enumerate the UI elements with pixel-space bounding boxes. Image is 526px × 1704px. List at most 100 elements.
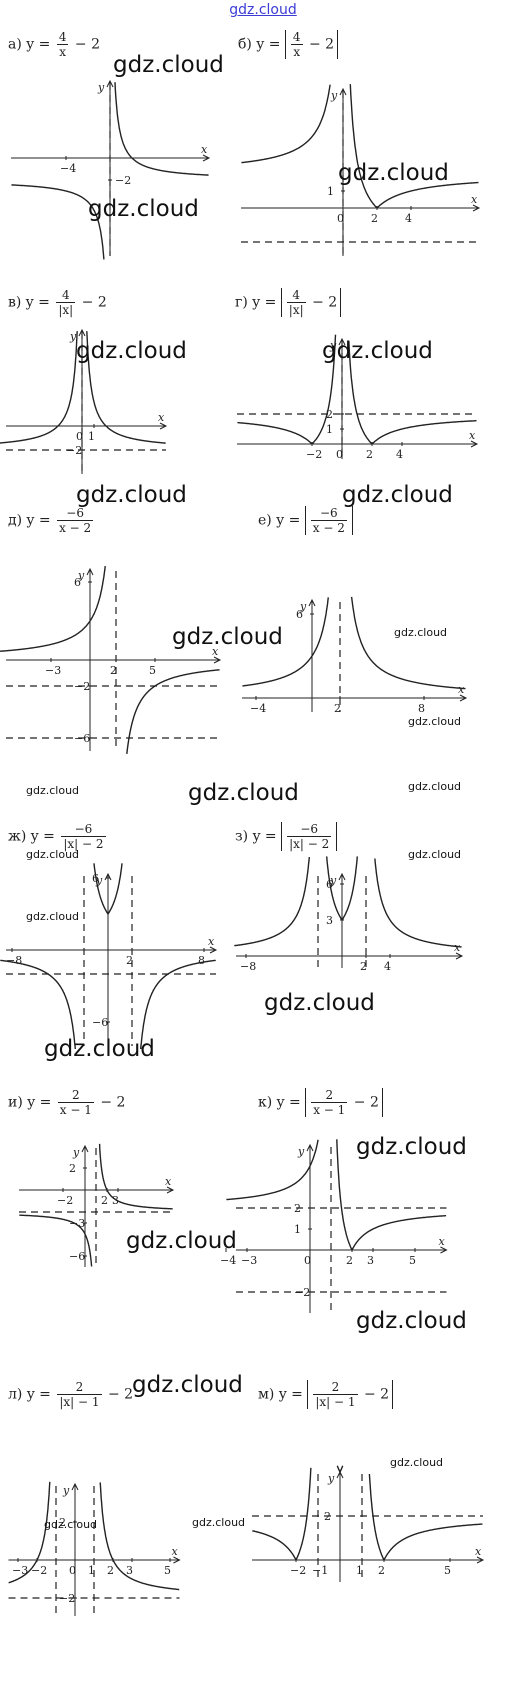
- panel-letter: а): [8, 36, 22, 53]
- x-tick-label: 1: [88, 430, 95, 443]
- y-tick-label: −3: [69, 1217, 85, 1230]
- fraction-numerator: 2: [57, 1088, 94, 1103]
- formula-prefix: y =: [27, 1094, 52, 1111]
- x-tick-label: 3: [126, 1564, 133, 1577]
- x-tick-label: −3: [45, 664, 61, 677]
- watermark: gdz.cloud: [126, 1228, 237, 1254]
- y-tick-label: −6: [74, 732, 90, 745]
- fraction: 4|x|: [286, 288, 306, 317]
- formula-prefix: y =: [26, 36, 51, 53]
- watermark: gdz.cloud: [76, 338, 187, 364]
- x-tick-label: −2: [290, 1564, 306, 1577]
- y-axis-label: y: [297, 1145, 305, 1158]
- x-axis-label: x: [454, 941, 461, 954]
- x-tick-label: 2: [334, 702, 341, 715]
- y-axis-label: y: [77, 569, 85, 582]
- function-curve: [350, 596, 466, 690]
- x-tick-label: −3: [241, 1254, 257, 1267]
- x-tick-label: −4: [250, 702, 266, 715]
- panel-letter: з): [235, 828, 249, 845]
- watermark: gdz.cloud: [338, 160, 449, 186]
- function-curve: [251, 1467, 312, 1561]
- fraction-denominator: |x|: [288, 303, 304, 317]
- fraction-denominator: x − 1: [313, 1103, 346, 1117]
- abs-value-bars: 2|x| − 1 − 2: [307, 1380, 394, 1409]
- watermark: gdz.cloud: [408, 780, 462, 793]
- x-axis-arrow: [166, 1186, 175, 1194]
- x-tick-label: 5: [409, 1254, 416, 1267]
- x-axis-label: x: [208, 935, 215, 948]
- function-curve: [368, 1473, 483, 1561]
- x-axis-label: x: [158, 411, 165, 424]
- watermark: gdz.cloud: [322, 338, 433, 364]
- panel-caption: з) y = −6|x| − 2: [235, 822, 338, 851]
- abs-value-bars: 4|x| − 2: [280, 288, 342, 317]
- panel-caption: г) y = 4|x| − 2: [235, 288, 342, 317]
- formula-suffix: − 2: [81, 294, 107, 311]
- x-tick-label: 4: [405, 212, 412, 225]
- panel-caption: ж) y = −6|x| − 2: [8, 822, 108, 851]
- x-tick-label: 0: [76, 430, 83, 443]
- y-axis-arrow: [71, 1482, 79, 1491]
- y-axis-label: y: [330, 89, 338, 102]
- y-tick-label: 1: [327, 185, 334, 198]
- fraction-numerator: 2: [313, 1380, 358, 1395]
- panel-letter: е): [258, 512, 272, 529]
- panel-caption: в) y = 4|x| − 2: [8, 288, 107, 317]
- watermark: gdz.cloud: [76, 482, 187, 508]
- x-tick-label: 5: [164, 1564, 171, 1577]
- panel-letter: ж): [8, 828, 27, 845]
- fraction: 2|x| − 1: [57, 1380, 102, 1409]
- watermark: gdz.cloud: [26, 784, 80, 797]
- y-axis-label: y: [69, 330, 77, 343]
- watermark: gdz.cloud: [356, 1308, 467, 1334]
- formula-suffix: − 2: [308, 36, 335, 53]
- watermark: gdz.cloud: [408, 715, 462, 728]
- x-axis-arrow: [202, 154, 211, 162]
- x-axis-arrow: [476, 1556, 485, 1564]
- x-tick-label: 2: [378, 1564, 385, 1577]
- panel-letter: к): [258, 1094, 273, 1111]
- x-tick-label: 1: [356, 1564, 363, 1577]
- fraction-denominator: x − 2: [312, 521, 345, 535]
- y-tick-label: 2: [59, 1516, 66, 1529]
- x-tick-label: 5: [444, 1564, 451, 1577]
- x-axis-arrow: [159, 422, 168, 430]
- panel-letter: в): [8, 294, 22, 311]
- function-curve: [0, 331, 78, 444]
- panel-letter: д): [8, 512, 23, 529]
- watermark: gdz.cloud: [264, 990, 375, 1016]
- formula-prefix: y =: [278, 1386, 303, 1403]
- x-axis-arrow: [472, 204, 481, 212]
- panel-letter: л): [8, 1386, 23, 1403]
- fraction-numerator: 4: [286, 288, 306, 303]
- function-curve: [19, 1214, 93, 1267]
- y-axis-label: y: [329, 339, 337, 352]
- fraction-denominator: x: [293, 45, 301, 59]
- fraction-numerator: −6: [310, 506, 347, 521]
- y-tick-label: −6: [69, 1250, 85, 1263]
- fraction-denominator: x: [59, 45, 67, 59]
- y-tick-label: 6: [326, 878, 333, 891]
- x-tick-label: 2: [107, 1564, 114, 1577]
- x-tick-label: 2: [126, 954, 133, 967]
- y-tick-label: 6: [74, 576, 81, 589]
- x-axis-arrow: [470, 440, 479, 448]
- formula-suffix: − 2: [353, 1094, 379, 1111]
- x-tick-label: −2: [57, 1194, 73, 1207]
- x-tick-label: 2: [360, 960, 367, 973]
- x-tick-label: 5: [149, 664, 156, 677]
- site-header-link[interactable]: gdz.cloud: [229, 2, 297, 18]
- x-tick-label: 3: [112, 1194, 119, 1207]
- panel-caption: м) y = 2|x| − 1 − 2: [258, 1380, 394, 1409]
- fraction: −6|x| − 2: [287, 822, 332, 851]
- x-tick-label: −1: [312, 1564, 328, 1577]
